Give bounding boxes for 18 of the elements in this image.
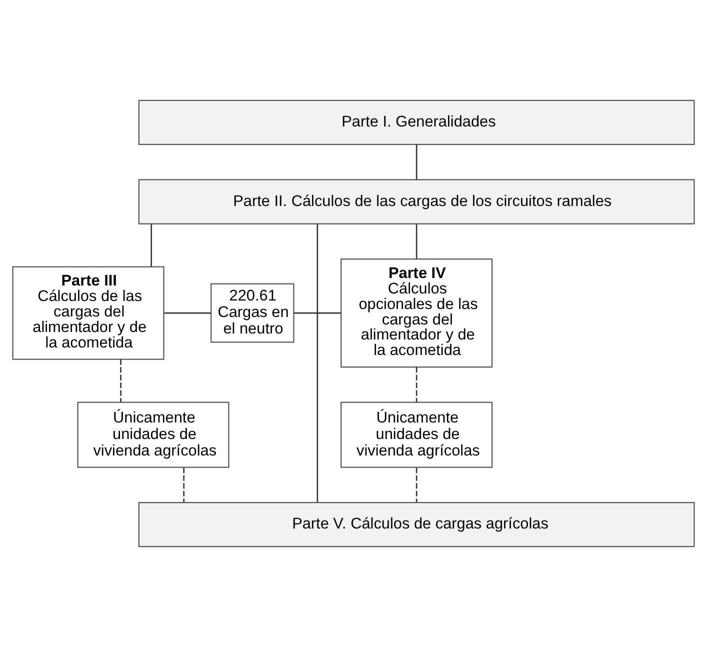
node-box: Parte II. Cálculos de las cargas de los circuitos ramales <box>138 179 695 224</box>
node-box: Parte III Cálculos de las cargas del alimentador y de la acometida <box>12 266 164 360</box>
node-box: Únicamente unidades de vivienda agrícolas <box>77 402 230 468</box>
connector <box>164 312 211 314</box>
connector <box>416 367 418 402</box>
node-box: Parte I. Generalidades <box>138 100 695 146</box>
connector <box>294 312 341 314</box>
connector <box>183 468 184 502</box>
connector <box>120 359 122 402</box>
node-box: Únicamente unidades de vivienda agrícolas <box>340 402 493 468</box>
connector <box>150 224 152 267</box>
connector <box>416 224 418 259</box>
connector <box>316 224 318 502</box>
node-box: 220.61 Cargas en el neutro <box>210 283 294 343</box>
node-box: Parte IV Cálculos opcionales de las cargas del alimentador y de la acometida <box>340 258 493 368</box>
connector <box>416 144 418 180</box>
node-box: Parte V. Cálculos de cargas agrícolas <box>138 502 695 548</box>
connector <box>416 468 418 502</box>
